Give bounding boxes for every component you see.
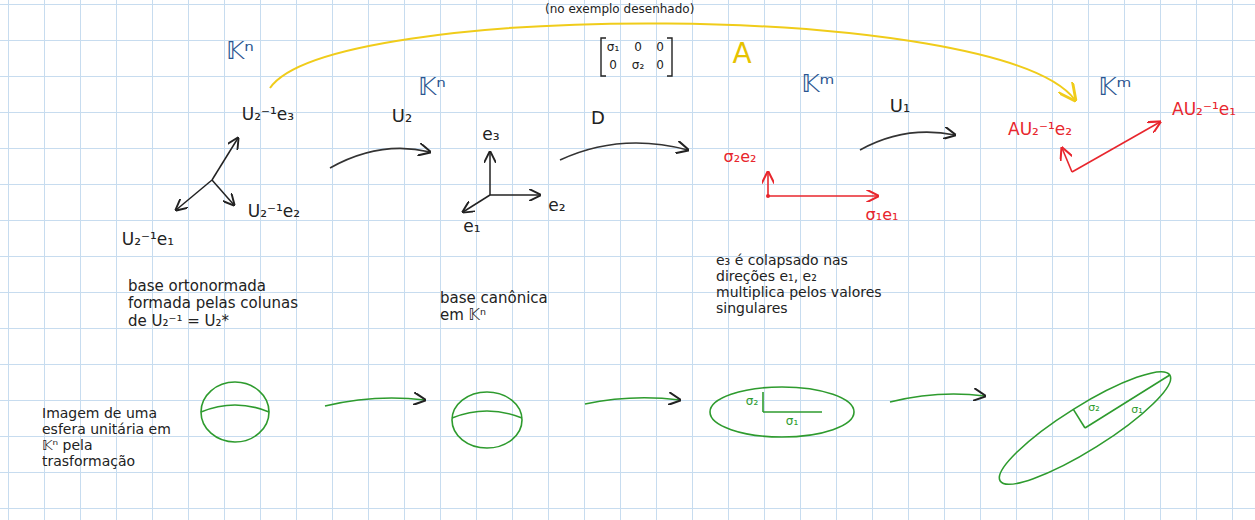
vector-label: e₃ xyxy=(482,125,499,145)
axis-label: σ₂ xyxy=(1088,402,1099,415)
note: e₃ é colapsado nas direções e₁, e₂ multi… xyxy=(716,252,886,316)
vector-label: U₂⁻¹e₁ xyxy=(122,230,174,250)
map-arrow xyxy=(330,148,430,168)
matrix-entry: 0 xyxy=(656,59,664,73)
note: (no exemplo desenhado) xyxy=(545,3,694,17)
vector-label: σ₂e₂ xyxy=(724,148,757,166)
map-label: D xyxy=(591,108,605,129)
vector-label: e₂ xyxy=(548,196,565,216)
map-label: U₂ xyxy=(392,106,412,127)
matrix-bracket xyxy=(667,38,672,76)
axis-label: σ₁ xyxy=(786,415,798,429)
vector-label: AU₂⁻¹e₁ xyxy=(1172,100,1236,120)
note: base canônica em 𝕂ⁿ xyxy=(440,290,570,325)
axis-label: σ₂ xyxy=(746,395,758,409)
vector-label: U₂⁻¹e₂ xyxy=(248,202,300,222)
image-vectors xyxy=(1062,122,1160,172)
matrix-entry: σ₁ xyxy=(607,41,619,55)
matrix-bracket xyxy=(601,38,606,76)
basis-vectors xyxy=(176,138,238,210)
map-label: U₁ xyxy=(890,96,910,117)
scaled-axes xyxy=(768,172,878,196)
vector-label: σ₁e₁ xyxy=(866,206,899,224)
space-name: 𝕂ᵐ xyxy=(801,71,834,99)
note: base ortonormada formada pelas colunas d… xyxy=(128,278,318,330)
vector-label: e₁ xyxy=(463,217,480,237)
matrix-entry: 0 xyxy=(634,41,642,55)
matrix-entry: σ₂ xyxy=(632,59,644,73)
note: Imagem de uma esfera unitária em 𝕂ⁿ pela… xyxy=(42,405,187,469)
canonical-axes xyxy=(463,152,540,212)
matrix-entry: 0 xyxy=(656,41,664,55)
vector-label: U₂⁻¹e₃ xyxy=(242,105,294,125)
map-arrow xyxy=(560,143,688,160)
vector-label: AU₂⁻¹e₂ xyxy=(1008,120,1072,140)
matrix-entry: 0 xyxy=(609,59,617,73)
map-name: A xyxy=(732,38,751,70)
sphere-images xyxy=(201,356,1181,499)
map-arrow xyxy=(860,132,955,150)
axis-label: σ₁ xyxy=(1131,404,1142,417)
space-name: 𝕂ⁿ xyxy=(226,38,254,66)
space-name: 𝕂ᵐ xyxy=(1098,74,1131,102)
space-name: 𝕂ⁿ xyxy=(418,74,446,102)
map-arc xyxy=(270,23,1075,100)
